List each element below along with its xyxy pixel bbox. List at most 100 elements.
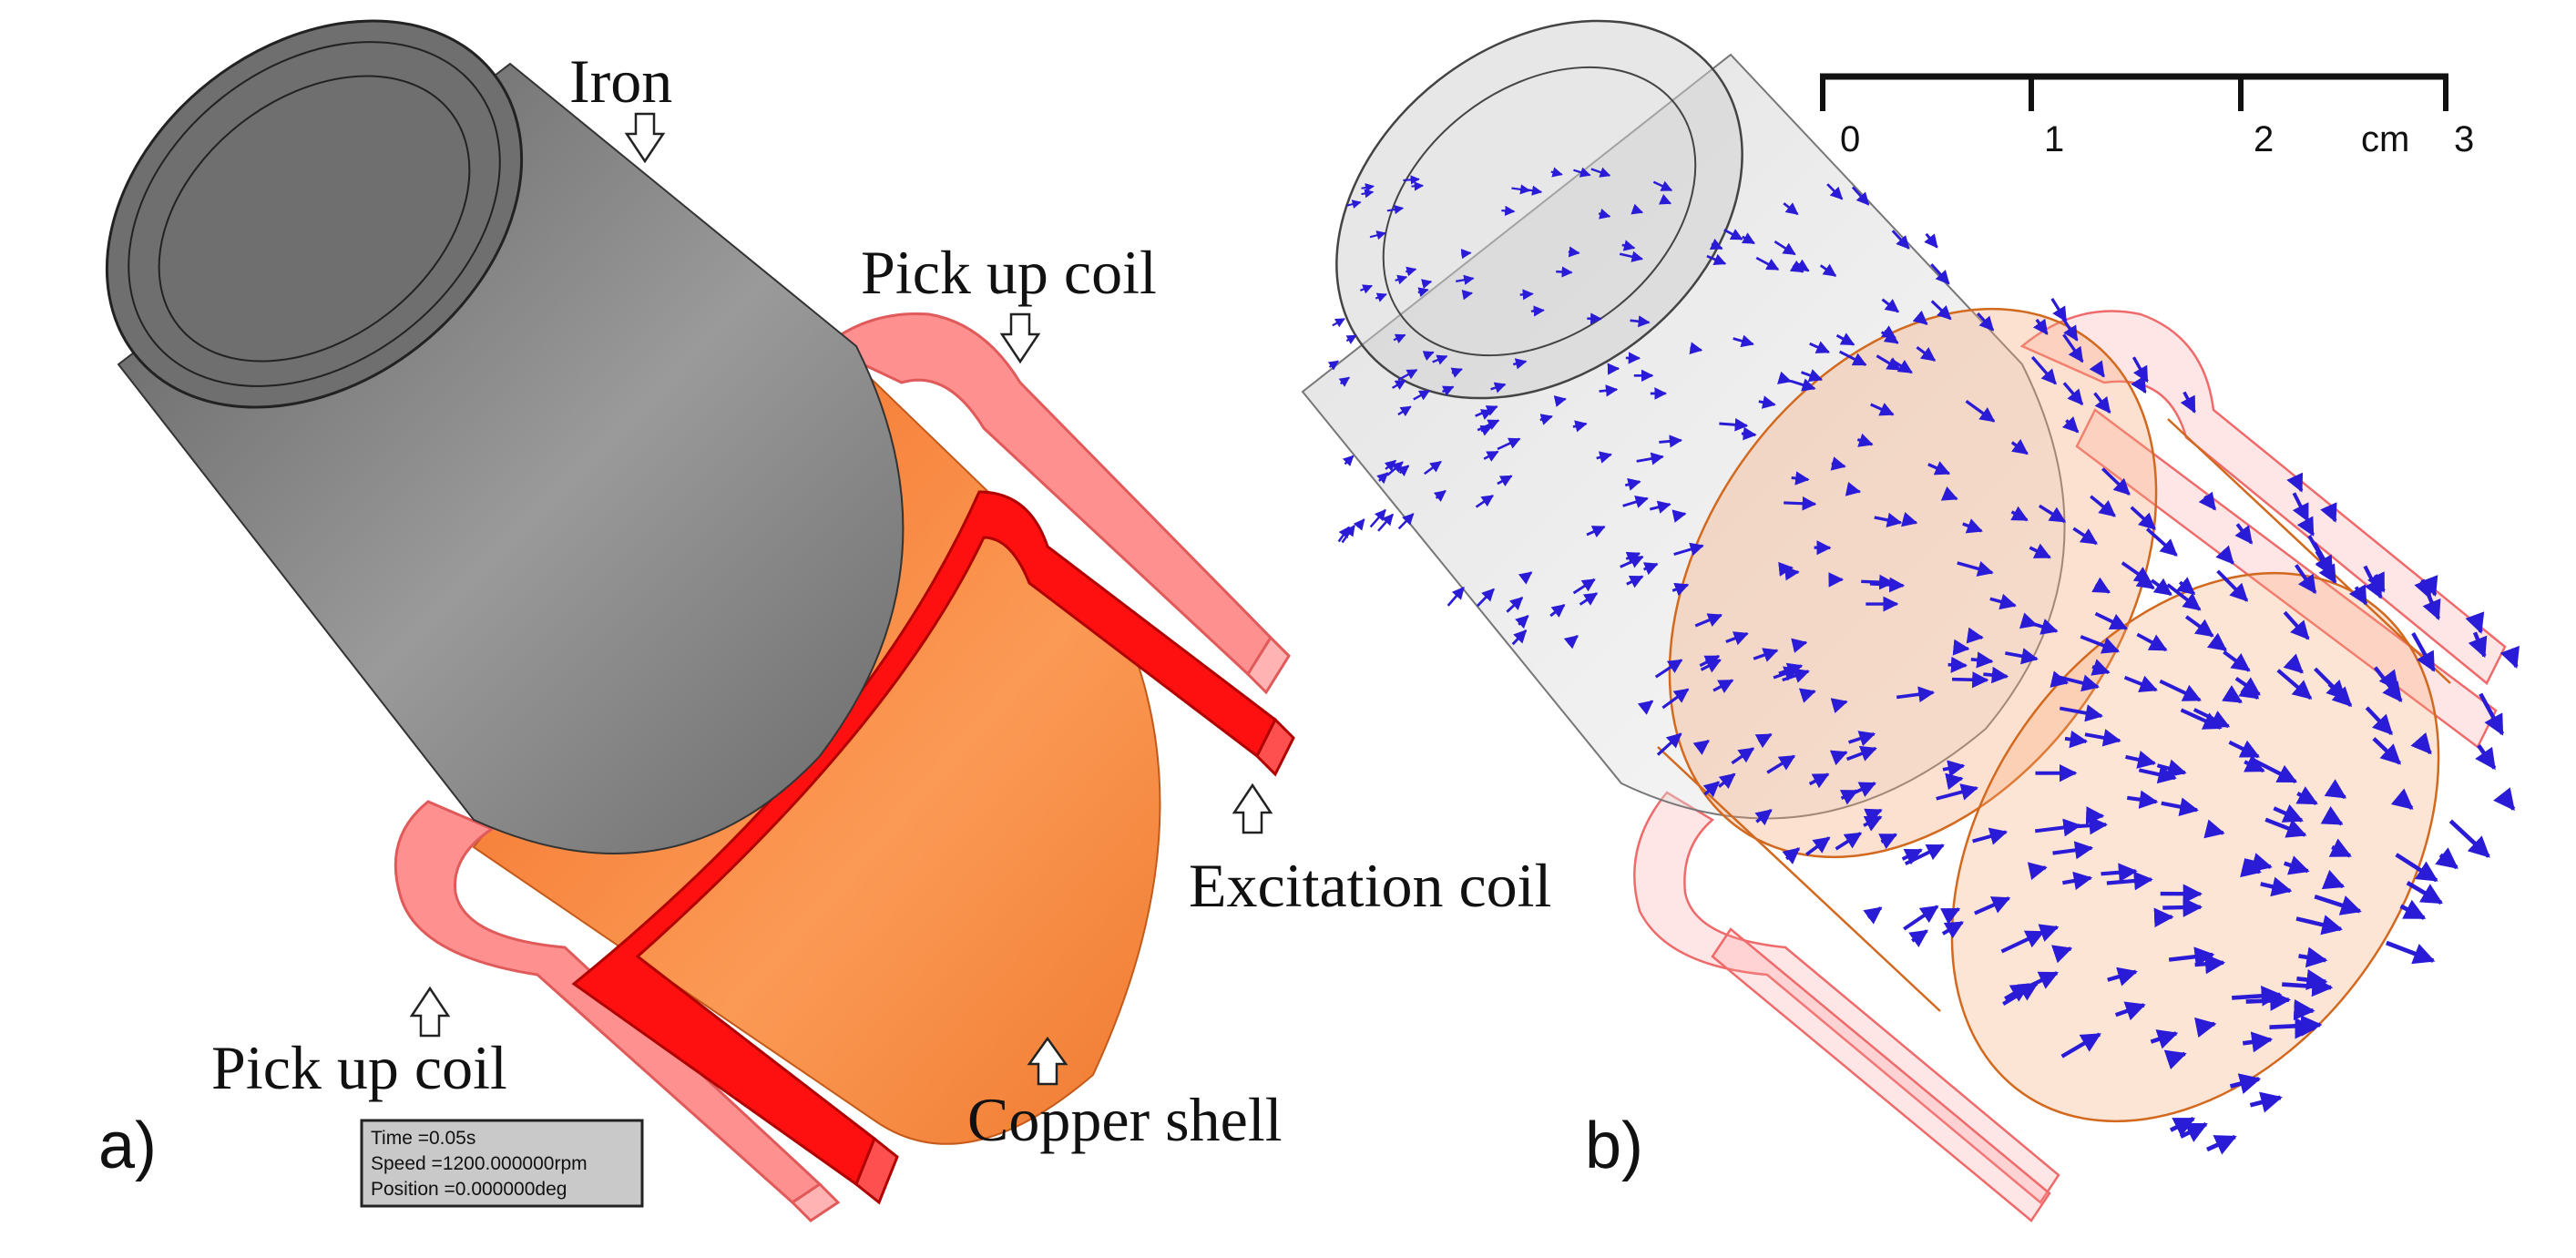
field-vector [1673, 542, 1704, 557]
field-vector [1725, 631, 1749, 646]
field-vector [2273, 803, 2304, 823]
field-vector [1952, 639, 1970, 656]
field-vector [2276, 669, 2313, 701]
field-vector [1733, 334, 1754, 348]
field-vector [1723, 229, 1743, 240]
field-vector [2010, 506, 2029, 522]
field-vector [2295, 564, 2317, 595]
field-vector [1475, 405, 1498, 417]
field-vector [1512, 358, 1528, 370]
field-vector [1962, 518, 1983, 534]
field-vector [2320, 502, 2337, 523]
field-vector [2264, 817, 2307, 838]
field-vector [2159, 679, 2202, 702]
field-vector [2245, 853, 2273, 873]
field-vector [1794, 259, 1810, 272]
field-vector [1636, 452, 1664, 465]
field-vector [1741, 426, 1757, 441]
arrow-iron-icon [624, 112, 666, 164]
field-vector [2206, 632, 2228, 652]
field-vector [2091, 577, 2111, 594]
field-vector [1586, 525, 1606, 538]
field-vector [1863, 906, 1883, 925]
field-vector [1506, 596, 1524, 613]
field-vector [1916, 345, 1937, 362]
field-vector [1839, 789, 1859, 805]
label-excitation: Excitation coil [1189, 851, 1551, 920]
excitation-coil [571, 490, 1295, 1205]
field-vector [2161, 797, 2199, 816]
field-vector [2052, 841, 2094, 860]
scale-tick-2: 2 [2254, 119, 2274, 159]
field-vector [2296, 516, 2315, 537]
field-vector [2145, 527, 2178, 557]
field-vector [1754, 809, 1773, 826]
field-vector [1461, 290, 1474, 301]
field-vector [2062, 871, 2093, 891]
field-vector [1766, 754, 1796, 774]
field-vector [1384, 459, 1397, 472]
field-vector [1848, 731, 1876, 747]
field-vector [2395, 853, 2438, 883]
field-vector [1957, 560, 1994, 577]
field-vector [1456, 274, 1475, 285]
field-vector [1741, 232, 1755, 245]
field-vector [2245, 990, 2292, 1011]
field-vector [1518, 571, 1533, 585]
status-time: Time =0.05s [371, 1128, 475, 1149]
field-vector [1791, 638, 1808, 653]
field-vector [2240, 857, 2263, 878]
field-vector [1901, 848, 1923, 865]
label-copper-shell: Copper shell [967, 1085, 1283, 1154]
field-vector [1801, 369, 1824, 383]
scale-tick-3: 3 [2454, 119, 2474, 159]
field-vector [1345, 334, 1357, 344]
field-vector [2121, 561, 2152, 585]
field-vector [2060, 1032, 2101, 1059]
field-vector [1880, 330, 1899, 344]
field-vector [2390, 788, 2414, 811]
field-vector [1942, 760, 1966, 777]
field-vector [1689, 342, 1703, 355]
pickup-coil-ghost-lower [1633, 791, 2060, 1222]
field-vector [2448, 819, 2490, 858]
field-vector [2090, 495, 2116, 517]
field-vector [2030, 355, 2057, 385]
field-vector [1590, 167, 1611, 178]
field-vector [1945, 772, 1964, 791]
field-vector [1903, 905, 1939, 931]
field-vector [2169, 1117, 2196, 1137]
field-vector [1656, 732, 1682, 756]
field-vector [1658, 193, 1671, 205]
field-vector [2002, 982, 2039, 1006]
field-vector [2399, 899, 2427, 920]
field-vector [1901, 512, 1918, 527]
field-vector [1369, 230, 1386, 240]
field-vector [1549, 603, 1566, 618]
field-vector [2050, 945, 2073, 964]
field-vector [2034, 924, 2060, 942]
field-vector [1432, 354, 1448, 365]
field-vector [2365, 706, 2393, 736]
panel-a-drawing: Iron Pick up coil Excitation coil Pick u… [98, 19, 1551, 1222]
field-vector [2101, 863, 2138, 883]
field-vector [1397, 369, 1418, 382]
field-vector [2386, 940, 2436, 965]
field-vector [1754, 732, 1773, 749]
field-vector [2101, 467, 2131, 496]
arrow-excitation-icon [1232, 782, 1273, 834]
field-vector [2064, 730, 2089, 749]
field-vector [2242, 1031, 2274, 1053]
field-vector [1497, 437, 1521, 451]
field-vector [2229, 1073, 2262, 1094]
field-vector [1709, 238, 1723, 251]
status-box: Time =0.05s Speed =1200.000000rpm Positi… [360, 1119, 644, 1208]
field-vector [1375, 292, 1387, 302]
field-vector [1989, 593, 2017, 610]
field-vector [1983, 666, 2009, 684]
field-vector [2295, 786, 2318, 805]
field-vector [1972, 827, 2009, 845]
field-vector [1406, 266, 1417, 277]
field-vector [1341, 524, 1355, 544]
field-vector [2234, 523, 2254, 545]
